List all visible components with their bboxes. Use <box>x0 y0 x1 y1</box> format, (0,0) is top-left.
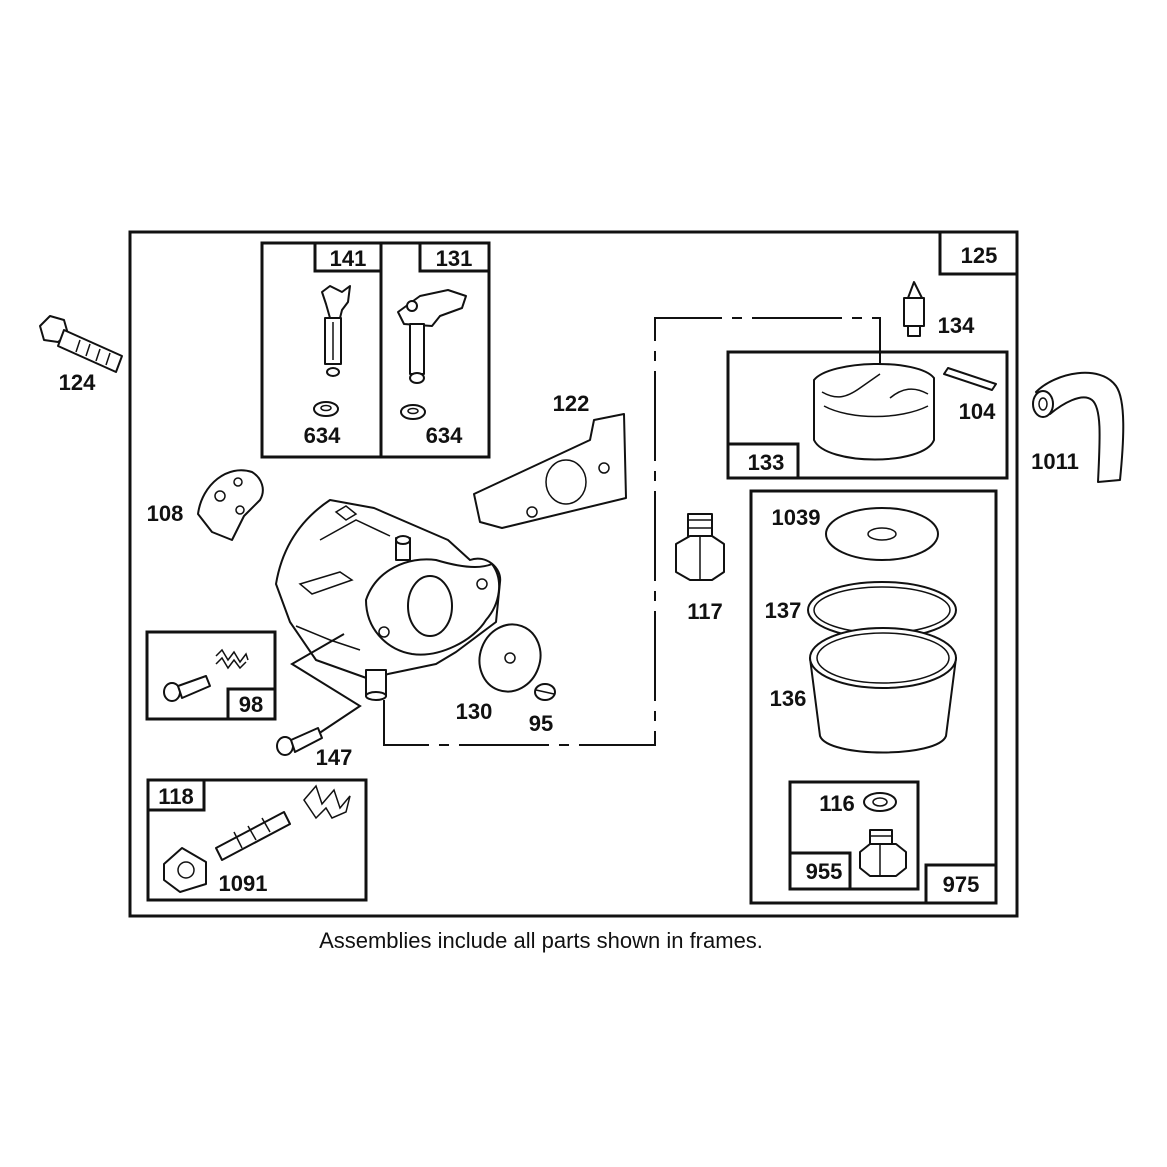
needle-kit-parts <box>163 784 351 893</box>
throttle-shaft-tag <box>313 241 383 273</box>
choke-shaft-tag <box>418 241 491 273</box>
main-frame <box>128 230 1019 918</box>
bowl-kit-frame <box>749 489 998 905</box>
bowl-gasket-label: 1039 <box>772 505 821 530</box>
idle-screw-kit-parts <box>163 648 249 702</box>
bowl-gasket-part <box>825 507 939 561</box>
drain-kit-tag <box>788 851 852 891</box>
idle-screw-leader <box>290 633 362 735</box>
plate-part <box>197 469 264 541</box>
fitting-part <box>675 513 725 581</box>
bowl-label: 136 <box>770 686 807 711</box>
float-part <box>813 363 935 461</box>
float-frame <box>726 350 1009 480</box>
bowl-kit-tag-label: 975 <box>943 872 980 897</box>
plate-label: 108 <box>147 501 184 526</box>
inlet-needle-label: 134 <box>938 313 975 338</box>
main-frame-tag <box>938 230 1019 276</box>
washer-left-label: 634 <box>304 423 341 448</box>
fuel-line-label: 1011 <box>1031 449 1079 474</box>
fitting-label: 117 <box>687 599 723 624</box>
choke-shaft-part <box>397 289 467 384</box>
caption: Assemblies include all parts shown in fr… <box>319 928 763 953</box>
bowl-connector-line <box>383 317 881 746</box>
hinge-pin-part <box>943 367 997 391</box>
throttle-plate-part <box>478 623 542 693</box>
throttle-plate-label: 130 <box>456 699 493 724</box>
fuel-line-part <box>1032 371 1125 483</box>
bowl-washer-label: 116 <box>819 791 855 816</box>
throttle-shaft-part <box>321 285 351 377</box>
bowl-kit-tag <box>924 863 998 905</box>
inlet-needle-part <box>903 281 925 337</box>
idle-screw-part <box>276 727 323 756</box>
washer-right-label: 634 <box>426 423 463 448</box>
float-frame-tag <box>726 442 800 480</box>
o-ring-label: 137 <box>765 598 802 623</box>
carburetor-body-part <box>275 499 502 701</box>
idle-screw-kit-tag-label: 98 <box>239 692 263 717</box>
choke-shaft-tag-label: 131 <box>436 246 473 271</box>
idle-screw-kit-frame <box>145 630 277 721</box>
needle-valve-label: 1091 <box>219 871 268 896</box>
idle-screw-kit-tag <box>226 687 277 721</box>
float-frame-tag-label: 133 <box>748 450 785 475</box>
needle-kit-tag-label: 118 <box>158 784 194 809</box>
needle-kit-frame <box>146 778 368 902</box>
plate-screw-label: 95 <box>529 711 553 736</box>
bowl-washer-part <box>863 792 897 812</box>
bolt-label: 124 <box>59 370 96 395</box>
drain-plug-part <box>859 829 907 877</box>
needle-kit-tag <box>146 778 206 812</box>
plate-screw-part <box>534 683 556 701</box>
bowl-part <box>809 627 957 754</box>
drain-kit-frame <box>788 780 920 891</box>
gasket-part <box>473 413 627 529</box>
washer-left-part <box>313 401 339 417</box>
idle-screw-label: 147 <box>316 745 353 770</box>
gasket-label: 122 <box>553 391 590 416</box>
throttle-shaft-tag-label: 141 <box>330 246 367 271</box>
hinge-pin-label: 104 <box>959 399 996 424</box>
main-frame-tag-label: 125 <box>961 243 998 268</box>
washer-right-part <box>400 404 426 420</box>
drain-kit-tag-label: 955 <box>806 859 843 884</box>
bolt-part <box>39 315 123 373</box>
